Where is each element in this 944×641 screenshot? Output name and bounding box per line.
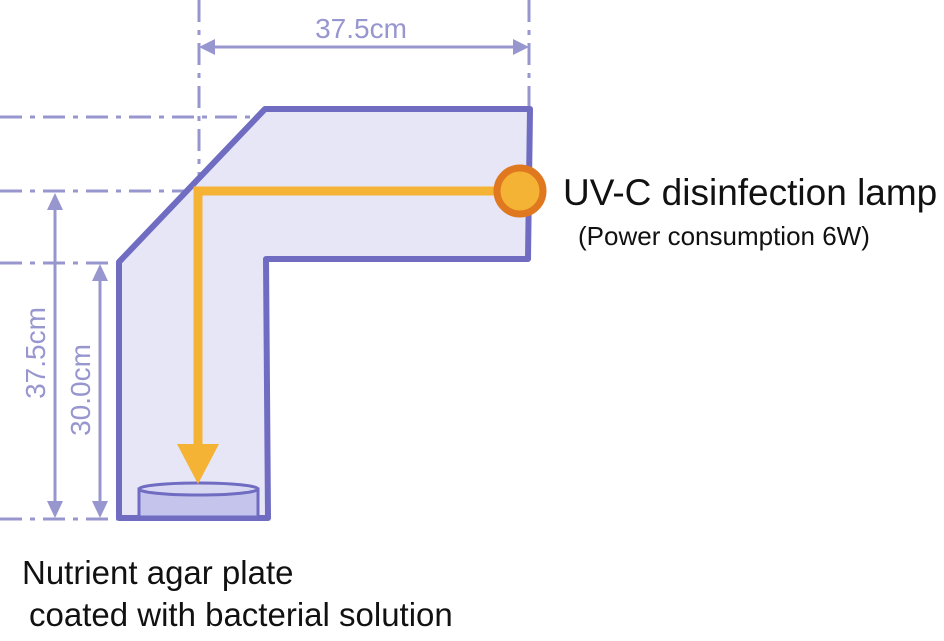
uv-chamber-enclosure bbox=[116, 106, 533, 521]
plate-label-line1: Nutrient agar plate bbox=[22, 554, 294, 591]
arrowhead-up-icon bbox=[92, 264, 108, 281]
plate-label-line2: coated with bacterial solution bbox=[29, 596, 453, 633]
lamp-power-label: (Power consumption 6W) bbox=[578, 221, 870, 251]
left-outer-height-dimension bbox=[47, 193, 63, 518]
top-width-label: 37.5cm bbox=[315, 13, 407, 44]
arrowhead-down-icon bbox=[92, 501, 108, 518]
top-width-dimension bbox=[199, 39, 529, 55]
agar-plate bbox=[137, 481, 260, 519]
arrowhead-right-icon bbox=[513, 39, 529, 55]
uv-lamp-icon bbox=[493, 164, 547, 218]
arrowhead-up-icon bbox=[47, 193, 63, 210]
light-arrowhead-down-icon bbox=[177, 444, 219, 484]
left-inner-height-label: 30.0cm bbox=[65, 344, 96, 436]
lamp-title-label: UV-C disinfection lamp bbox=[563, 172, 938, 213]
left-inner-height-dimension bbox=[92, 264, 108, 518]
arrowhead-down-icon bbox=[47, 501, 63, 518]
uv-light-path bbox=[193, 186, 497, 448]
left-outer-height-label: 37.5cm bbox=[20, 307, 51, 399]
arrowhead-left-icon bbox=[199, 39, 215, 55]
dimension-reference-lines bbox=[0, 0, 531, 521]
